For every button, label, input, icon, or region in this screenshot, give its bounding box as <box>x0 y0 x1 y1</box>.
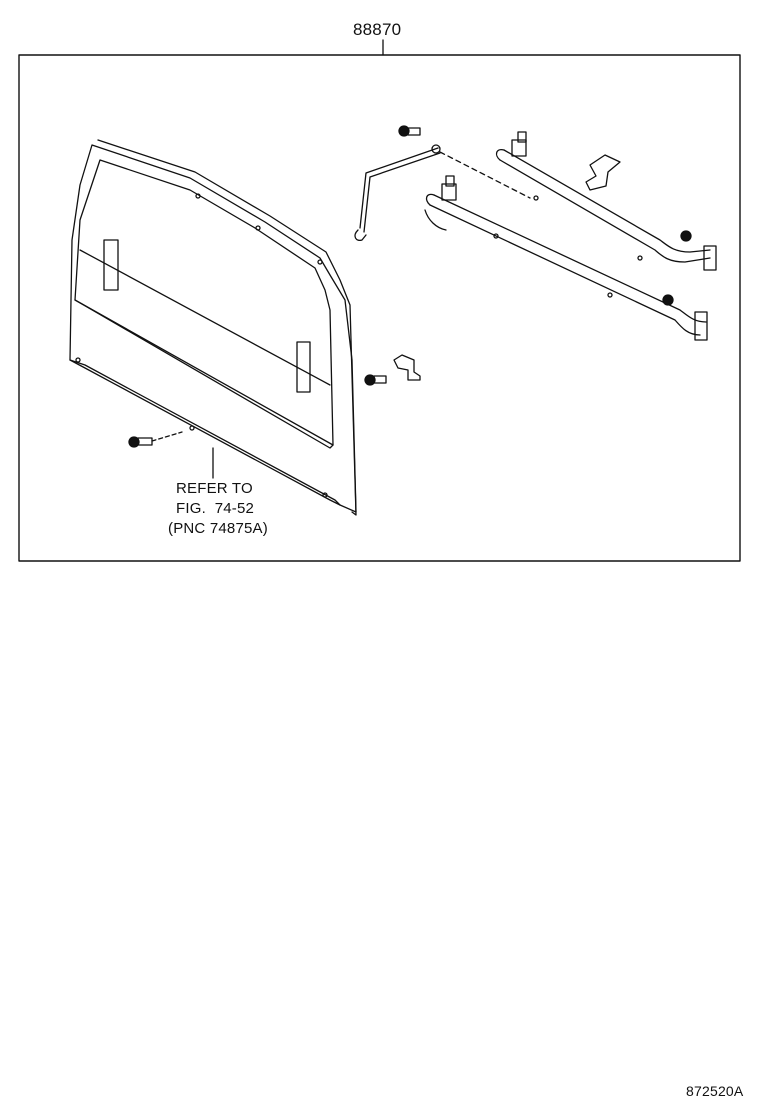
panel-hole <box>195 193 201 199</box>
panel-strap-left <box>103 239 119 291</box>
panel-front-outline <box>97 139 357 516</box>
panel-bottom-flange <box>69 359 341 506</box>
panel-hole <box>75 357 81 363</box>
bolt-middle <box>364 374 376 386</box>
bracket-clip-top <box>585 154 621 191</box>
panel-hole <box>255 225 261 231</box>
panel-inner-outline <box>74 159 334 449</box>
figure-code-label: 872520A <box>686 1083 744 1099</box>
part-number-label: 88870 <box>353 20 402 39</box>
panel-hole <box>322 492 328 498</box>
panel-hole <box>189 425 195 431</box>
rail-lower <box>424 175 708 341</box>
bracket-clip-middle <box>364 354 421 386</box>
assembly-frame <box>18 54 741 562</box>
panel-seam-upper <box>79 249 331 386</box>
panel-strap-right <box>296 341 311 393</box>
reference-note-line3: (PNC 74875A) <box>168 520 268 537</box>
panel-hole <box>317 259 323 265</box>
stay-rod <box>354 144 531 242</box>
panel-assembly <box>69 139 357 516</box>
bolt-lower <box>128 431 183 448</box>
reference-note-line1: REFER TO <box>176 480 253 497</box>
rail-upper <box>495 131 717 271</box>
bolt-rod <box>398 125 421 137</box>
reference-note-line2: FIG. 74-52 <box>176 500 255 517</box>
panel-seam-lower <box>74 299 334 446</box>
